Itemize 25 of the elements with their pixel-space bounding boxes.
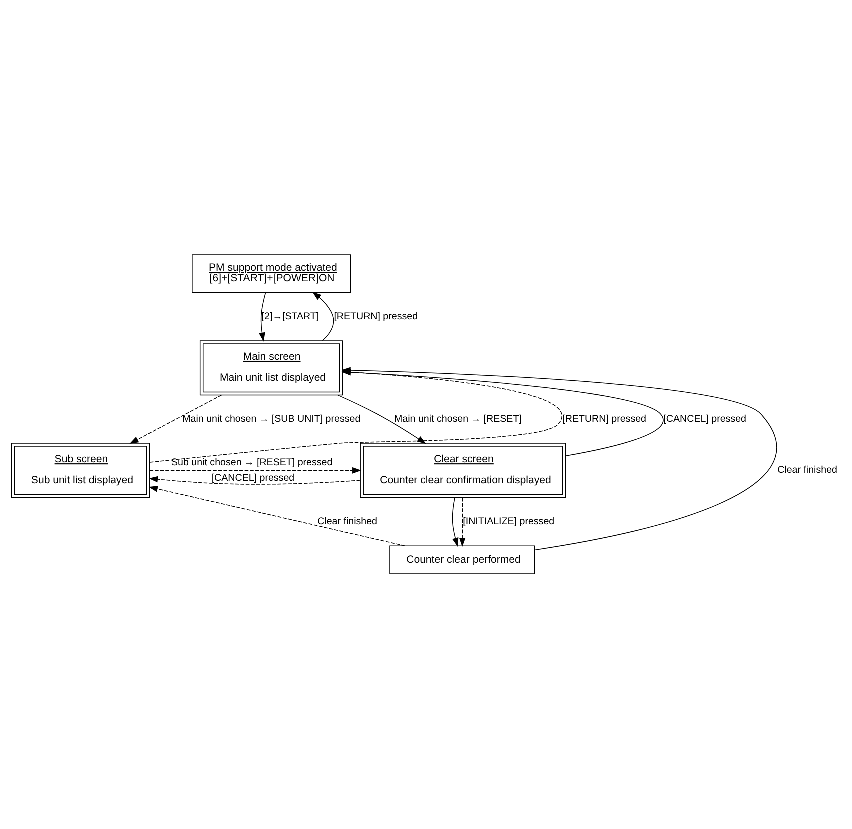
node-box: PM support mode activated [6]+[START]+[POWER]ON — [192, 254, 352, 294]
edge-label: Clear finished — [318, 516, 378, 528]
arrow — [148, 476, 361, 485]
arrow — [149, 468, 362, 474]
arrow — [459, 498, 466, 548]
arrow — [130, 394, 222, 444]
arrow — [148, 486, 406, 546]
edge-label: [CANCEL] pressed — [664, 414, 746, 425]
edge-label: Clear finished — [778, 465, 838, 476]
edge-label: Sub unit chosen → [RESET] pressed — [172, 458, 333, 469]
edge-label: [2]→[START] — [262, 311, 320, 322]
edge-label: [RETURN] pressed — [562, 414, 647, 425]
arrow — [338, 394, 426, 444]
node-box: Counter clear performed — [390, 546, 536, 574]
edge-label: [CANCEL] pressed — [212, 472, 295, 484]
arrow — [312, 292, 334, 342]
edge-label: [RETURN] pressed — [334, 311, 418, 322]
node-box: Clear screen Counter clear confirmation displayed — [360, 443, 566, 498]
edge-label: [INITIALIZE] pressed — [463, 516, 555, 528]
edge-label: Main unit chosen → [SUB UNIT] pressed — [182, 414, 361, 425]
arrow — [259, 292, 266, 342]
node-box: Sub screen Sub unit list displayed — [11, 443, 150, 498]
node-box: Main screen Main unit list displayed — [200, 340, 344, 396]
edge-label: Main unit chosen → [RESET] — [394, 414, 522, 425]
arrow — [452, 498, 459, 548]
